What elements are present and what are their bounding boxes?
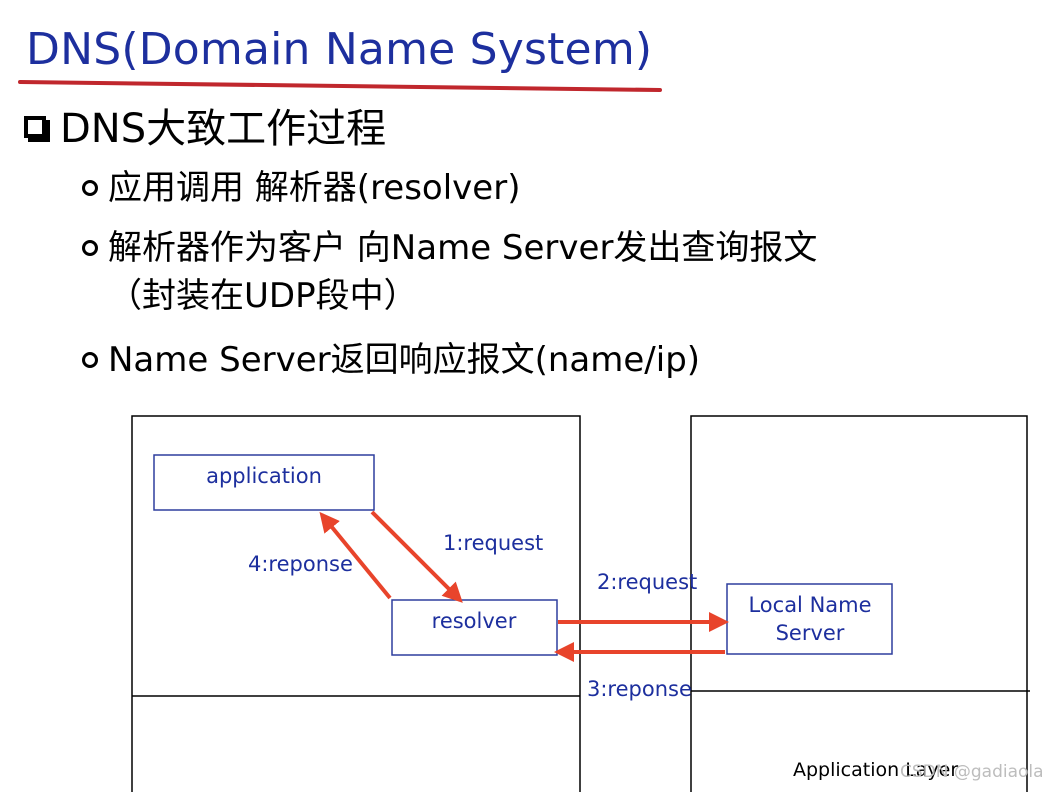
application-label: application bbox=[206, 464, 322, 488]
local-name-server-label-line1: Local Name bbox=[748, 593, 871, 617]
label-1-request: 1:request bbox=[443, 531, 543, 555]
client-host-box bbox=[131, 415, 581, 792]
sub-bullet-2: 解析器作为客户 向Name Server发出查询报文 （封装在UDP段中） bbox=[82, 224, 817, 321]
label-2-request: 2:request bbox=[597, 570, 697, 594]
resolver-label: resolver bbox=[432, 609, 517, 633]
circle-bullet-icon bbox=[82, 352, 98, 368]
main-bullet-text: DNS大致工作过程 bbox=[60, 106, 387, 152]
arrow-1-request bbox=[370, 510, 463, 603]
slide-title: DNS(Domain Name System) bbox=[26, 24, 653, 75]
resolver-box bbox=[391, 599, 558, 656]
square-bullet-icon bbox=[24, 116, 50, 142]
application-layer-label: Application Layer bbox=[793, 759, 958, 781]
watermark: CSDN @gadiaola bbox=[900, 762, 1044, 782]
circle-bullet-icon bbox=[82, 240, 98, 256]
local-name-server-label-line2: Server bbox=[776, 621, 845, 645]
sub-bullet-text-continuation: （封装在UDP段中） bbox=[108, 276, 418, 317]
sub-bullet-text: 解析器作为客户 向Name Server发出查询报文 bbox=[108, 228, 818, 268]
main-bullet: DNS大致工作过程 bbox=[24, 96, 386, 154]
circle-bullet-icon bbox=[82, 180, 98, 196]
sub-bullet-1: 应用调用 解析器(resolver) bbox=[82, 164, 520, 212]
sub-bullet-text: 应用调用 解析器(resolver) bbox=[108, 168, 521, 208]
label-4-reponse: 4:reponse bbox=[248, 552, 353, 576]
sub-bullet-2-body: 解析器作为客户 向Name Server发出查询报文 （封装在UDP段中） bbox=[108, 224, 817, 321]
application-box bbox=[153, 454, 375, 511]
sub-bullet-3: Name Server返回响应报文(name/ip) bbox=[82, 336, 700, 384]
label-3-reponse: 3:reponse bbox=[587, 677, 692, 701]
server-host-box bbox=[690, 415, 1028, 792]
sub-bullet-text: Name Server返回响应报文(name/ip) bbox=[108, 340, 701, 380]
arrow-4-reponse bbox=[319, 511, 392, 600]
